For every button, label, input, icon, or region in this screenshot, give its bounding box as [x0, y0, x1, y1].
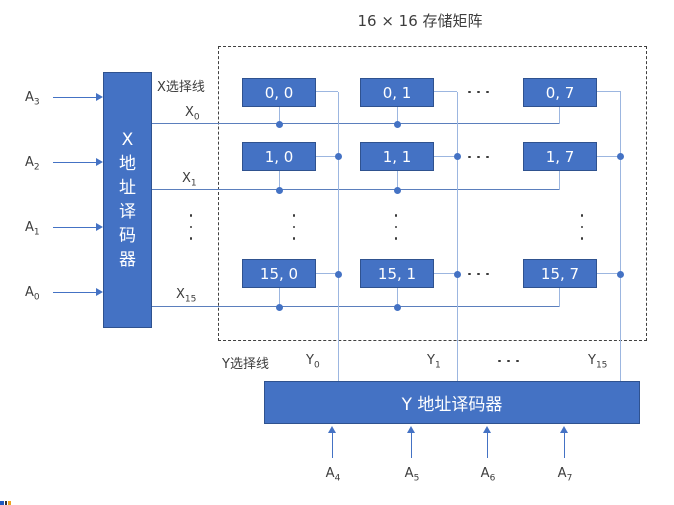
junction-dot — [276, 121, 283, 128]
x-address-decoder-box: X 地 址 译 码 器 — [103, 72, 152, 328]
cell-stub — [434, 156, 457, 157]
input-a6-arrow-icon — [483, 426, 492, 458]
cell-stub — [434, 91, 457, 92]
ellipsis-vertical-icon — [580, 214, 584, 240]
memory-cell: 0, 0 — [242, 78, 316, 107]
input-a0-label: A0 — [25, 285, 40, 303]
ellipsis-horizontal-icon — [498, 359, 519, 363]
junction-dot — [394, 121, 401, 128]
cell-stub — [316, 156, 338, 157]
cell-stub — [596, 156, 620, 157]
x-line-label-1: X1 — [182, 171, 197, 189]
y-select-line-0 — [338, 92, 339, 381]
input-a7-arrow-icon — [560, 426, 569, 458]
cell-stub — [397, 106, 398, 124]
memory-cell: 15, 0 — [242, 259, 316, 288]
y-line-label-15: Y15 — [588, 353, 608, 371]
x-line-label-15: X15 — [176, 287, 197, 305]
ellipsis-horizontal-icon — [468, 90, 489, 94]
x-line-label-0: X0 — [185, 105, 200, 123]
input-a3-arrow-icon — [53, 93, 103, 102]
memory-cell: 1, 7 — [523, 142, 597, 171]
x-decoder-char: 译 — [119, 202, 136, 222]
junction-dot — [394, 304, 401, 311]
ellipsis-horizontal-icon — [468, 155, 489, 159]
junction-dot — [335, 153, 342, 160]
junction-dot — [335, 271, 342, 278]
input-a3-label: A3 — [25, 90, 40, 108]
junction-dot — [617, 271, 624, 278]
cell-stub — [279, 106, 280, 124]
cell-stub — [279, 288, 280, 307]
diagram-title: 16 × 16 存储矩阵 — [357, 12, 483, 30]
y-select-line-1 — [457, 92, 458, 381]
memory-cell: 0, 7 — [523, 78, 597, 107]
cell-stub — [559, 170, 560, 190]
junction-dot — [394, 187, 401, 194]
y-line-label-1: Y1 — [427, 353, 441, 371]
ellipsis-vertical-icon — [394, 214, 398, 240]
ellipsis-vertical-icon — [189, 214, 193, 240]
cell-stub — [397, 170, 398, 190]
cell-stub — [596, 91, 620, 92]
cell-stub — [559, 106, 560, 124]
x-decoder-char: X — [121, 130, 134, 150]
memory-cell: 15, 1 — [360, 259, 434, 288]
cell-stub — [596, 273, 620, 274]
x-decoder-char: 码 — [119, 226, 136, 246]
junction-dot — [276, 304, 283, 311]
cell-stub — [279, 170, 280, 190]
x-select-line-1 — [152, 189, 559, 190]
input-a1-label: A1 — [25, 220, 40, 238]
input-a5-arrow-icon — [407, 426, 416, 458]
ellipsis-vertical-icon — [292, 214, 296, 240]
x-decoder-char: 址 — [119, 178, 136, 198]
junction-dot — [454, 153, 461, 160]
ellipsis-horizontal-icon — [468, 272, 489, 276]
input-a2-label: A2 — [25, 155, 40, 173]
input-a2-arrow-icon — [53, 158, 103, 167]
x-decoder-char: 地 — [119, 154, 136, 174]
cell-stub — [559, 288, 560, 307]
memory-cell: 15, 7 — [523, 259, 597, 288]
y-decoder-label: Y 地址译码器 — [401, 395, 503, 415]
x-decoder-char: 器 — [119, 250, 136, 270]
cell-stub — [316, 273, 338, 274]
input-a0-arrow-icon — [53, 288, 103, 297]
y-select-line-15 — [620, 91, 621, 381]
cell-stub — [434, 273, 457, 274]
screen-edge-artifact — [0, 500, 11, 505]
x-select-caption: X选择线 — [157, 80, 205, 95]
input-a5-label: A5 — [404, 466, 420, 484]
junction-dot — [276, 187, 283, 194]
input-a4-label: A4 — [325, 466, 341, 484]
cell-stub — [397, 288, 398, 307]
input-a1-arrow-icon — [53, 223, 103, 232]
junction-dot — [617, 153, 624, 160]
y-address-decoder-box: Y 地址译码器 — [264, 381, 640, 424]
cell-stub — [316, 91, 338, 92]
input-a4-arrow-icon — [328, 426, 337, 458]
y-line-label-0: Y0 — [306, 353, 320, 371]
input-a6-label: A6 — [480, 466, 496, 484]
memory-cell: 1, 0 — [242, 142, 316, 171]
memory-cell: 0, 1 — [360, 78, 434, 107]
memory-cell: 1, 1 — [360, 142, 434, 171]
x-select-line-15 — [152, 306, 559, 307]
x-select-line-0 — [152, 123, 559, 124]
y-select-caption: Y选择线 — [222, 357, 269, 372]
matrix-dashed-frame — [218, 46, 647, 341]
input-a7-label: A7 — [557, 466, 573, 484]
junction-dot — [454, 271, 461, 278]
